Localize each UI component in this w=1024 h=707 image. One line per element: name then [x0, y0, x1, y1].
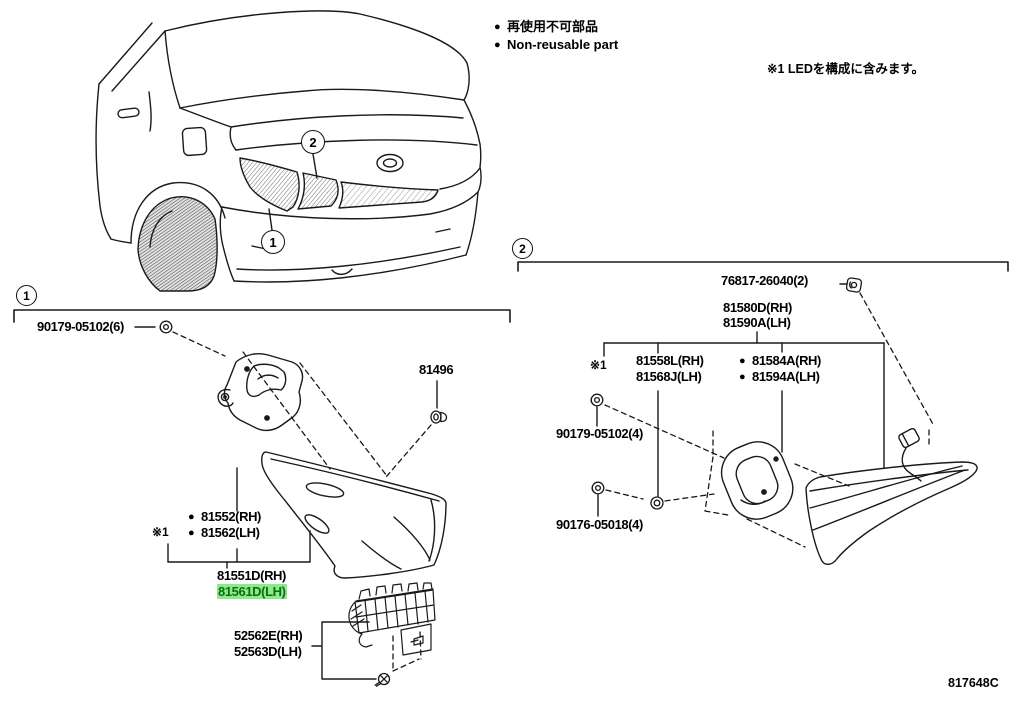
legend-text-en: Non-reusable part: [507, 37, 619, 52]
part-label-bracket-lh[interactable]: 52563D(LH): [234, 644, 302, 659]
inner-lamp-drawing: [805, 427, 978, 565]
part-label-assy1-lh-highlighted[interactable]: 81561D(LH): [217, 584, 287, 599]
led-note: ※1 LEDを構成に含みます。: [767, 62, 925, 76]
part-label-unit1-lh[interactable]: ● 81562(LH): [188, 525, 260, 540]
part-label-81496[interactable]: 81496: [419, 362, 454, 377]
callout-group1: 1: [16, 285, 37, 306]
callout-car-inner-lamp: 2: [301, 130, 325, 154]
trim-clip-icon: [845, 276, 863, 294]
part-label-assy2-lh[interactable]: 81590A(LH): [723, 315, 791, 330]
legend-row-en: ● Non-reusable part: [494, 37, 618, 53]
part-label-unit2-rh[interactable]: 81558L(RH): [636, 353, 704, 368]
part-label-unit2-block: 81558L(RH) 81568J(LH): [636, 353, 704, 385]
part-label-grommet-4[interactable]: 90176-05018(4): [556, 517, 643, 532]
nut-icon: [159, 320, 173, 334]
tail-lamp-region: [239, 157, 439, 212]
outer-lamp-gasket-drawing: [217, 353, 304, 432]
screw-icon: [374, 672, 391, 687]
part-label-gasket-block: ● 81584A(RH) ● 81594A(LH): [739, 353, 821, 385]
part-label-assy1-rh[interactable]: 81551D(RH): [217, 568, 286, 583]
part-label-unit1-rh[interactable]: ● 81552(RH): [188, 509, 261, 524]
car-illustration: [95, 10, 482, 292]
non-reusable-bullet-icon: ●: [188, 527, 195, 539]
group1-bracket-line: [13, 309, 511, 323]
outer-lamp-lens-drawing: [261, 451, 447, 579]
nut-icon: [590, 393, 604, 407]
push-clip-icon: [430, 410, 448, 424]
non-reusable-bullet-icon: ●: [188, 511, 195, 523]
part-label-bracket-rh[interactable]: 52562E(RH): [234, 628, 303, 643]
part-label-assy2-block: 81580D(RH) 81590A(LH): [723, 300, 792, 330]
part-label-clip-2[interactable]: 76817-26040(2): [721, 273, 808, 288]
nut-icon: [591, 481, 605, 495]
part-label-nut-6[interactable]: 90179-05102(6): [37, 319, 124, 334]
group2-assembly-dashed-lines: [604, 292, 935, 548]
part-label-nut-4[interactable]: 90179-05102(4): [556, 426, 643, 441]
legend-text-jp: 再使用不可部品: [507, 19, 599, 34]
part-label-assy2-rh[interactable]: 81580D(RH): [723, 300, 792, 315]
legend-row-jp: ● 再使用不可部品: [494, 19, 618, 35]
callout-car-outer-lamp: 1: [261, 230, 285, 254]
callout-group2: 2: [512, 238, 533, 259]
non-reusable-bullet-icon: ●: [739, 371, 746, 383]
ref-mark-group1: ※1: [152, 525, 169, 539]
ref-mark-group2: ※1: [590, 358, 607, 372]
part-label-bracket-block: 52562E(RH) 52563D(LH): [234, 628, 303, 660]
group2-bracket-line: [517, 261, 1009, 272]
non-reusable-bullet-icon: ●: [739, 355, 746, 367]
group1-leader-lines: [134, 326, 438, 680]
inner-lamp-gasket-drawing: [720, 441, 794, 520]
lamp-connector-wire: [898, 427, 922, 482]
diagram-code: 817648C: [948, 676, 999, 690]
grommet-icon: [650, 496, 664, 510]
car-callout-leader-lines: [268, 153, 318, 231]
lamp-bracket-drawing: [348, 582, 436, 656]
part-label-gasket-rh[interactable]: ● 81584A(RH): [739, 353, 821, 368]
part-label-gasket-lh[interactable]: ● 81594A(LH): [739, 369, 820, 384]
group2-leader-lines: [596, 283, 885, 517]
non-reusable-bullet-icon: ●: [494, 21, 501, 33]
part-label-unit1-block: ● 81552(RH) ● 81562(LH): [188, 509, 261, 541]
part-label-unit2-lh[interactable]: 81568J(LH): [636, 369, 702, 384]
legend: ● 再使用不可部品 ● Non-reusable part: [494, 19, 618, 55]
non-reusable-bullet-icon: ●: [494, 39, 501, 51]
